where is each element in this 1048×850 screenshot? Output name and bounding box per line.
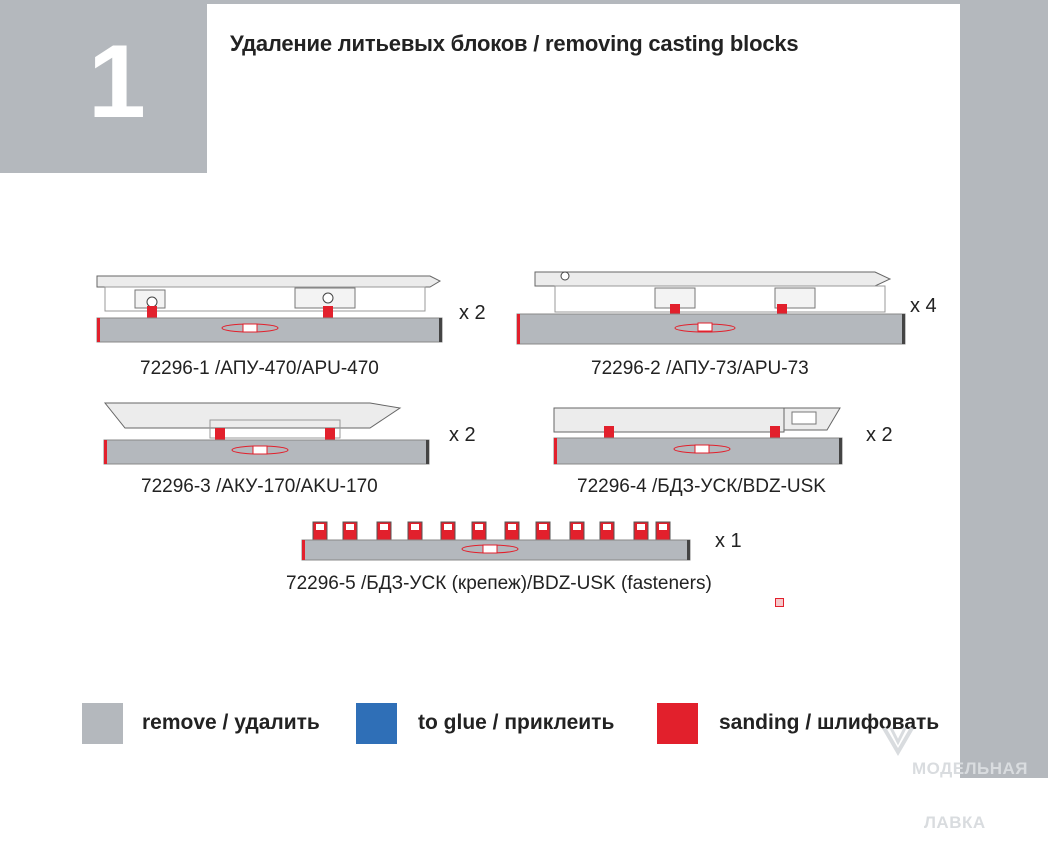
legend-swatch-sanding <box>657 703 698 744</box>
legend-label-remove: remove / удалить <box>142 711 320 734</box>
part-1-quantity: x 2 <box>459 302 486 324</box>
top-band <box>0 0 1048 4</box>
watermark-logo-icon <box>882 726 914 756</box>
part-4-caption: 72296-4 /БДЗ-УСК/BDZ-USK <box>577 476 826 497</box>
watermark-line-1: МОДЕЛЬНАЯ <box>912 759 1029 778</box>
legend-swatch-remove <box>82 703 123 744</box>
part-5-quantity: x 1 <box>715 530 742 552</box>
part-2-caption: 72296-2 /АПУ-73/APU-73 <box>591 358 809 379</box>
legend-swatch-glue <box>356 703 397 744</box>
right-margin-band <box>960 0 1048 778</box>
part-2-quantity: x 4 <box>910 295 937 317</box>
part-4-quantity: x 2 <box>866 424 893 446</box>
part-3-illustration <box>100 400 432 466</box>
watermark-line-2: ЛАВКА <box>924 813 986 832</box>
part-1-illustration <box>95 270 445 345</box>
small-marker <box>775 598 784 607</box>
part-5-caption: 72296-5 /БДЗ-УСК (крепеж)/BDZ-USK (faste… <box>286 573 712 594</box>
part-2-illustration <box>515 266 907 346</box>
part-3-caption: 72296-3 /АКУ-170/AKU-170 <box>141 476 378 497</box>
step-number-box: 1 <box>0 0 207 173</box>
page-title: Удаление литьевых блоков / removing cast… <box>230 31 799 56</box>
step-number: 1 <box>88 24 146 140</box>
part-1-caption: 72296-1 /АПУ-470/APU-470 <box>140 358 379 379</box>
legend-label-glue: to glue / приклеить <box>418 711 615 734</box>
part-3-quantity: x 2 <box>449 424 476 446</box>
part-4-illustration <box>552 404 844 466</box>
part-5-illustration <box>300 518 692 564</box>
watermark-text: МОДЕЛЬНАЯ ЛАВКА <box>878 724 1028 850</box>
